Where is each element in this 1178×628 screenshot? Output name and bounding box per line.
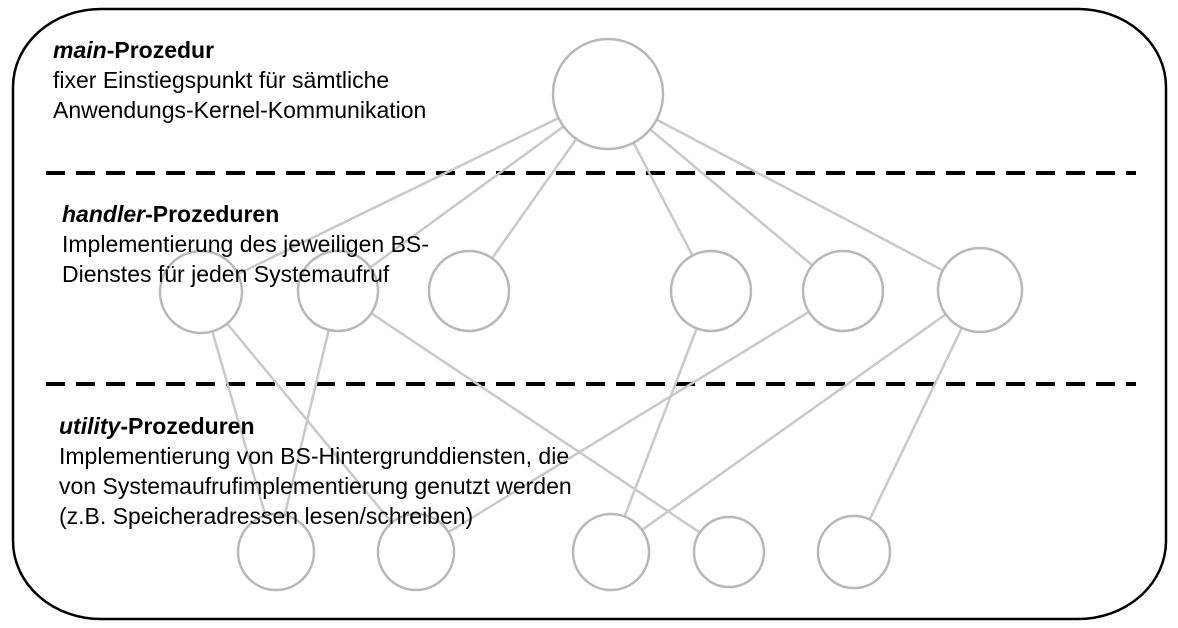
- utility-layer-title-rest: -Prozeduren: [120, 413, 255, 439]
- utility-layer-desc-line1: Implementierung von BS-Hintergrunddienst…: [59, 443, 570, 469]
- main-procedure-node: [551, 37, 665, 151]
- handler-procedure-node: [669, 249, 753, 333]
- call-edge-main-h1: [200, 92, 609, 294]
- main-layer-title-rest: -Prozedur: [106, 37, 215, 63]
- handler-layer-label: handler-Prozeduren Implementierung des j…: [62, 199, 429, 289]
- call-edge-h5-u2: [415, 289, 844, 554]
- call-edge-h2-u4: [337, 289, 730, 554]
- utility-procedure-node: [236, 512, 316, 592]
- handler-procedure-node: [936, 246, 1024, 334]
- handler-procedure-node: [427, 249, 511, 333]
- handler-layer-title-rest: -Prozeduren: [145, 201, 280, 227]
- handler-procedure-node: [801, 249, 885, 333]
- main-layer-title-italic: main: [53, 37, 107, 63]
- utility-layer-title: utility-Prozeduren: [59, 411, 572, 441]
- call-edge-h6-u3: [610, 288, 981, 554]
- main-layer-label: main-Prozedur fixer Einstiegspunkt für s…: [53, 35, 426, 125]
- call-edge-h1-u2: [200, 291, 417, 553]
- handler-layer-title: handler-Prozeduren: [62, 199, 429, 229]
- utility-layer-desc-line2: von Systemaufrufimplementierung genutzt …: [59, 473, 572, 499]
- call-edge-main-h6: [607, 92, 981, 292]
- main-layer-desc-line1: fixer Einstiegspunkt für sämtliche: [53, 67, 390, 93]
- utility-procedure-node: [376, 512, 456, 592]
- utility-layer-label: utility-Prozeduren Implementierung von B…: [59, 411, 572, 531]
- call-edge-h1-u1: [199, 291, 278, 553]
- utility-procedure-node: [816, 514, 892, 590]
- utility-procedure-node: [692, 515, 766, 589]
- handler-procedure-node: [296, 249, 380, 333]
- utility-layer-desc-line3: (z.B. Speicheradressen lesen/schreiben): [59, 503, 474, 529]
- rounded-frame: [11, 7, 1168, 621]
- call-edge-h4-u3: [609, 290, 713, 553]
- handler-procedure-node: [158, 249, 244, 335]
- procedure-nodes: [158, 37, 1024, 592]
- handler-layer-desc-line2: Dienstes für jeden Systemaufruf: [62, 261, 390, 287]
- main-layer-title: main-Prozedur: [53, 35, 426, 65]
- handler-layer-title-italic: handler: [62, 201, 146, 227]
- call-edge-h6-u5: [852, 289, 982, 553]
- utility-procedure-node: [571, 512, 651, 592]
- main-layer-desc-line2: Anwendungs-Kernel-Kommunikation: [53, 97, 427, 123]
- utility-layer-title-italic: utility: [59, 413, 121, 439]
- handler-layer-desc-line1: Implementierung des jeweiligen BS-: [62, 231, 429, 257]
- call-edge-h2-u1: [274, 290, 340, 553]
